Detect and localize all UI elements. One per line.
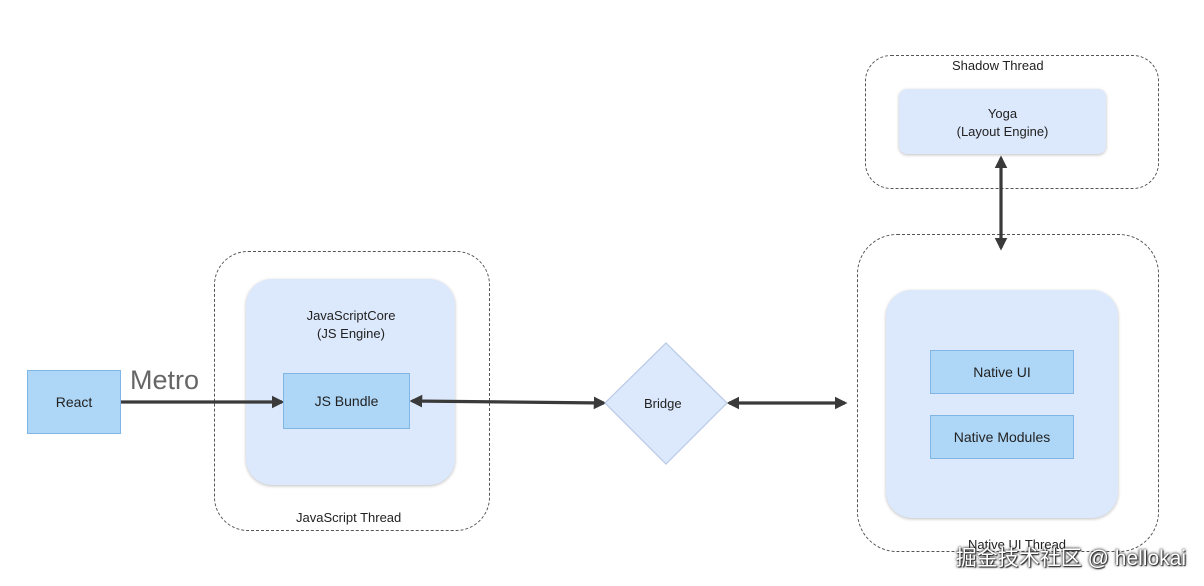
native-modules-label: Native Modules	[953, 429, 1051, 445]
bridge-diamond	[604, 342, 728, 465]
javascriptcore-label: JavaScriptCore (JS Engine)	[276, 307, 426, 343]
yoga-label: Yoga (Layout Engine)	[899, 105, 1106, 141]
javascript-thread-group	[214, 251, 490, 531]
native-ui-thread-label: Native UI Thread	[968, 537, 1067, 552]
native-modules-node: Native Modules	[930, 415, 1074, 459]
yoga-layout-engine-box	[899, 89, 1106, 154]
shadow-thread-label: Shadow Thread	[952, 58, 1044, 73]
js-bridge-arrow	[409, 394, 607, 410]
native-ui-node: Native UI	[930, 350, 1074, 394]
layout-engine-subtitle: (Layout Engine)	[956, 124, 1049, 139]
react-node: React	[27, 370, 121, 434]
metro-label: Metro	[130, 365, 200, 395]
native-ui-label: Native UI	[973, 364, 1031, 380]
js-bundle-label: JS Bundle	[314, 393, 379, 409]
bridge-label: Bridge	[644, 396, 682, 411]
js-engine-subtitle: (JS Engine)	[317, 326, 385, 341]
javascript-thread-label: JavaScript Thread	[296, 510, 402, 525]
native-container-box	[886, 290, 1118, 518]
native-ui-thread-group	[857, 234, 1159, 552]
yoga-title: Yoga	[987, 106, 1018, 121]
shadow-thread-group	[865, 55, 1159, 189]
javascriptcore-title: JavaScriptCore	[306, 308, 396, 323]
react-label: React	[55, 394, 93, 410]
js-bundle-node: JS Bundle	[283, 373, 410, 429]
watermark-text: 掘金技术社区 @ hellokai	[955, 547, 1186, 570]
